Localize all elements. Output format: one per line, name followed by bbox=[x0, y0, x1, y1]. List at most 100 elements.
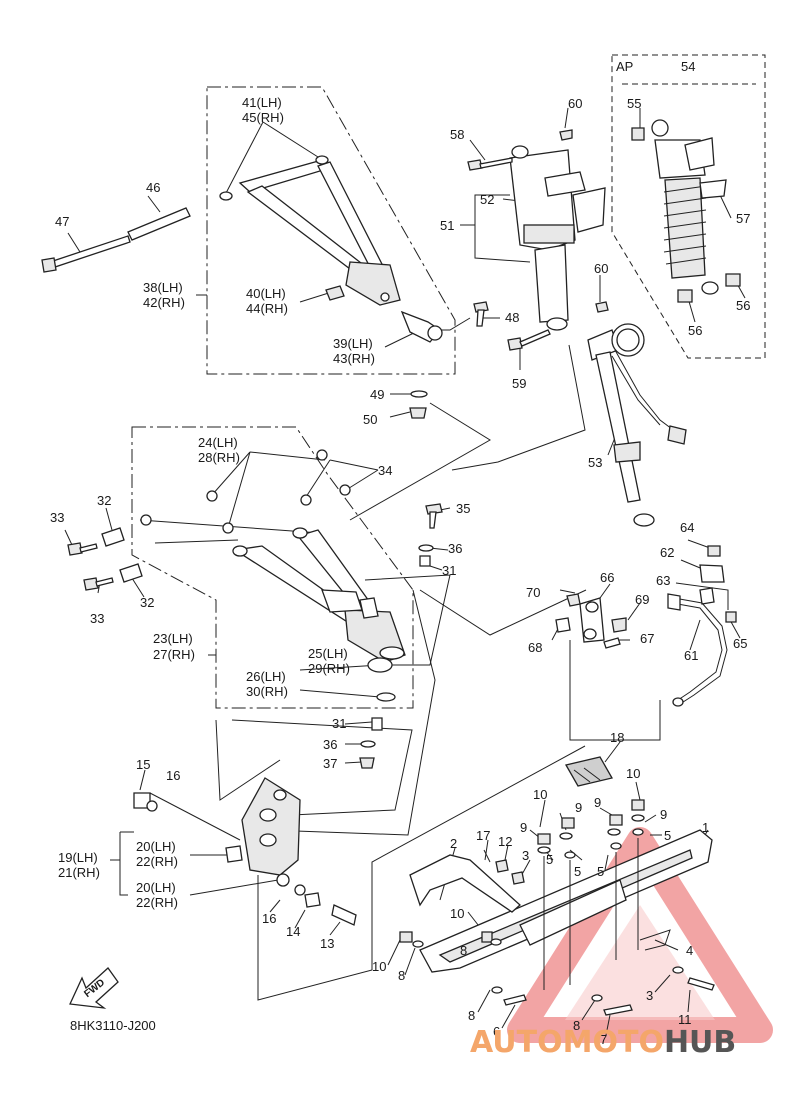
label-53: 53 bbox=[588, 455, 602, 470]
spindle bbox=[133, 777, 357, 926]
upper-shaft bbox=[41, 207, 191, 273]
label-44: 44(RH) bbox=[246, 301, 288, 316]
label-6: 6 bbox=[493, 1024, 500, 1039]
label-3a: 3 bbox=[522, 848, 529, 863]
label-54: 54 bbox=[681, 59, 695, 74]
label-18: 18 bbox=[610, 730, 624, 745]
watermark-hub: HUB bbox=[664, 1025, 736, 1060]
label-16b: 16 bbox=[262, 911, 276, 926]
strut-53 bbox=[587, 323, 687, 527]
label-8b: 8 bbox=[398, 968, 405, 983]
label-51: 51 bbox=[440, 218, 454, 233]
label-45: 45(RH) bbox=[242, 110, 284, 125]
label-20b: 20(LH) bbox=[136, 880, 176, 895]
label-10d: 10 bbox=[372, 959, 386, 974]
label-14: 14 bbox=[286, 924, 300, 939]
label-59: 59 bbox=[512, 376, 526, 391]
label-36a: 36 bbox=[448, 541, 462, 556]
label-64: 64 bbox=[680, 520, 694, 535]
cable-assembly bbox=[555, 545, 737, 707]
label-5c: 5 bbox=[546, 852, 553, 867]
label-23: 23(LH) bbox=[153, 631, 193, 646]
ski-hardware bbox=[399, 799, 715, 1016]
label-31b: 31 bbox=[332, 716, 346, 731]
label-56b: 56 bbox=[688, 323, 702, 338]
label-52: 52 bbox=[480, 192, 494, 207]
label-42: 42(RH) bbox=[143, 295, 185, 310]
label-39: 39(LH) bbox=[333, 336, 373, 351]
label-13: 13 bbox=[320, 936, 334, 951]
label-1: 1 bbox=[702, 820, 709, 835]
label-10a: 10 bbox=[626, 766, 640, 781]
label-4: 4 bbox=[686, 943, 693, 958]
label-8d: 8 bbox=[573, 1018, 580, 1033]
label-56a: 56 bbox=[736, 298, 750, 313]
label-48: 48 bbox=[505, 310, 519, 325]
lower-arm-group-box bbox=[131, 426, 414, 709]
ap-shock-box bbox=[611, 54, 766, 359]
label-34: 34 bbox=[378, 463, 392, 478]
label-9a: 9 bbox=[575, 800, 582, 815]
label-62: 62 bbox=[660, 545, 674, 560]
label-38: 38(LH) bbox=[143, 280, 183, 295]
bolt-35-stack bbox=[359, 503, 443, 769]
ball-joint-upper bbox=[325, 285, 443, 343]
label-16a: 16 bbox=[166, 768, 180, 783]
callout-labels: AP 54 55 57 56 56 41(LH) 45(RH) 46 47 38… bbox=[50, 59, 750, 1047]
label-2: 2 bbox=[450, 836, 457, 851]
label-40: 40(LH) bbox=[246, 286, 286, 301]
label-22a: 22(RH) bbox=[136, 854, 178, 869]
ski bbox=[409, 756, 713, 973]
label-70: 70 bbox=[526, 585, 540, 600]
bolt-48 bbox=[473, 301, 489, 327]
label-28: 28(RH) bbox=[198, 450, 240, 465]
label-3b: 3 bbox=[646, 988, 653, 1003]
leader-lines bbox=[64, 107, 746, 1036]
label-43: 43(RH) bbox=[333, 351, 375, 366]
fwd-arrow-icon: FWD bbox=[69, 967, 119, 1009]
label-50: 50 bbox=[363, 412, 377, 427]
label-9b: 9 bbox=[520, 820, 527, 835]
label-57: 57 bbox=[736, 211, 750, 226]
lower-a-arm bbox=[232, 527, 406, 663]
label-60b: 60 bbox=[594, 261, 608, 276]
label-12: 12 bbox=[498, 834, 512, 849]
label-24: 24(LH) bbox=[198, 435, 238, 450]
label-46: 46 bbox=[146, 180, 160, 195]
label-49: 49 bbox=[370, 387, 384, 402]
label-8a: 8 bbox=[460, 943, 467, 958]
ap-tag: AP bbox=[616, 59, 633, 74]
label-21: 21(RH) bbox=[58, 865, 100, 880]
upper-arm-group-box bbox=[206, 86, 456, 375]
label-33a: 33 bbox=[50, 510, 64, 525]
label-33b: 33 bbox=[90, 611, 104, 626]
label-7: 7 bbox=[600, 1032, 607, 1047]
label-15: 15 bbox=[136, 757, 150, 772]
label-66: 66 bbox=[600, 570, 614, 585]
label-60a: 60 bbox=[568, 96, 582, 111]
label-19: 19(LH) bbox=[58, 850, 98, 865]
upper-a-arm bbox=[219, 155, 401, 306]
watermark-logo: AUTOMOTOHUB bbox=[470, 1025, 736, 1060]
watermark-triangle bbox=[507, 827, 773, 1043]
label-69: 69 bbox=[635, 592, 649, 607]
watermark-text: AUTOMOTOHUB bbox=[470, 1025, 736, 1060]
label-27: 27(RH) bbox=[153, 647, 195, 662]
label-36b: 36 bbox=[323, 737, 337, 752]
label-61: 61 bbox=[684, 648, 698, 663]
shock-absorber bbox=[467, 129, 609, 351]
label-8c: 8 bbox=[468, 1008, 475, 1023]
lower-bushings bbox=[67, 449, 351, 591]
label-65: 65 bbox=[733, 636, 747, 651]
label-47: 47 bbox=[55, 214, 69, 229]
label-67: 67 bbox=[640, 631, 654, 646]
label-41: 41(LH) bbox=[242, 95, 282, 110]
label-5d: 5 bbox=[597, 864, 604, 879]
label-26: 26(LH) bbox=[246, 669, 286, 684]
watermark-auto: AUTO bbox=[470, 1025, 563, 1060]
label-17: 17 bbox=[476, 828, 490, 843]
label-22b: 22(RH) bbox=[136, 895, 178, 910]
label-10c: 10 bbox=[450, 906, 464, 921]
